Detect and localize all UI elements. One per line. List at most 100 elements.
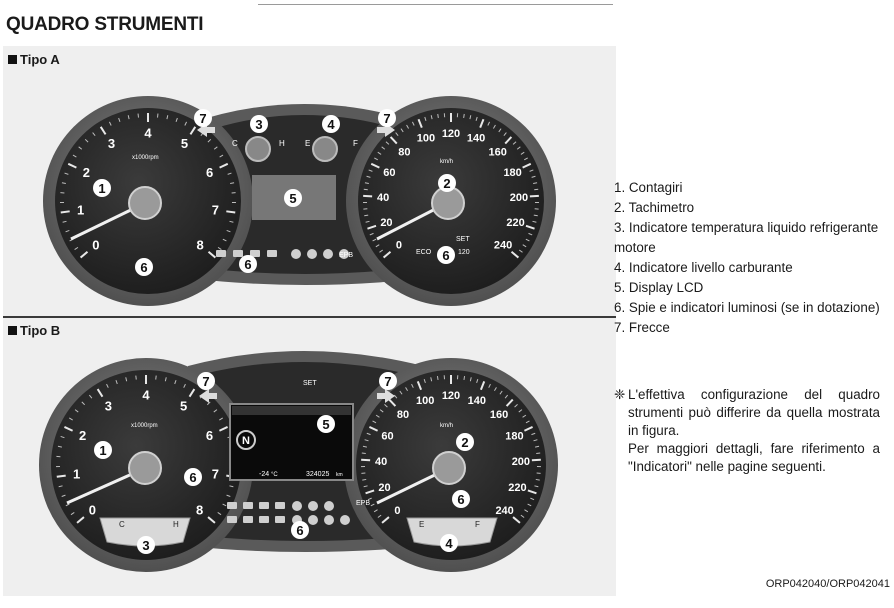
dial-minor-tick xyxy=(430,377,433,382)
dial-minor-tick xyxy=(84,138,89,143)
dial-minor-tick xyxy=(527,503,532,507)
fuel-e-label: E xyxy=(419,520,424,529)
dial-minor-tick xyxy=(436,375,439,381)
dial-minor-tick xyxy=(230,182,235,185)
eco-label: ECO xyxy=(416,249,432,256)
dial-label: 100 xyxy=(417,133,435,145)
dial-minor-tick xyxy=(60,435,65,439)
dial-minor-tick xyxy=(78,146,83,150)
dial-label: 0 xyxy=(396,240,402,252)
speed-unit-label: km/h xyxy=(440,423,453,429)
dial-minor-tick xyxy=(379,249,384,253)
section-label-tipo-b: Tipo B xyxy=(8,323,60,338)
dial-minor-tick xyxy=(503,132,507,137)
svg-text:2: 2 xyxy=(443,176,450,191)
dial-minor-tick xyxy=(227,172,232,175)
page-title: QUADRO STRUMENTI xyxy=(6,14,204,35)
dial-minor-tick xyxy=(531,175,536,178)
speed-unit-label: km/h xyxy=(440,159,453,165)
callout-6: 6 xyxy=(291,521,309,539)
dial-minor-tick xyxy=(463,375,466,381)
dial-minor-tick xyxy=(522,414,527,418)
dial-minor-tick xyxy=(362,445,367,448)
speedometer-hub xyxy=(432,451,466,485)
dial-label: 6 xyxy=(206,165,213,180)
dial-minor-tick xyxy=(406,124,410,129)
image-code: ORP042040/ORP042041 xyxy=(765,578,890,590)
dial-minor-tick xyxy=(226,494,231,497)
dial-minor-tick xyxy=(81,401,86,406)
dial-label: 80 xyxy=(397,409,409,421)
callout-5: 5 xyxy=(317,415,335,433)
dial-tick xyxy=(79,251,89,259)
dial-minor-tick xyxy=(522,244,527,248)
dial-minor-tick xyxy=(164,377,167,382)
dial-minor-tick xyxy=(533,214,538,217)
dial-tick xyxy=(56,474,66,478)
dial-minor-tick xyxy=(166,115,169,120)
dial-tick xyxy=(479,118,485,128)
dial-tick xyxy=(382,251,392,259)
dial-minor-tick xyxy=(70,512,75,516)
dial-minor-tick xyxy=(219,154,224,158)
dial-tick xyxy=(218,426,228,432)
dial-minor-tick xyxy=(381,146,386,150)
legend-item: 3. Indicatore temperatura liquido refrig… xyxy=(614,220,879,255)
dial-tick xyxy=(219,162,229,169)
callout-6: 6 xyxy=(184,468,202,486)
dial-tick xyxy=(389,136,398,145)
dial-minor-tick xyxy=(72,154,77,158)
dial-tick xyxy=(189,126,197,135)
dial-minor-tick xyxy=(534,485,539,488)
dial-label: 1 xyxy=(73,467,80,482)
dial-minor-tick xyxy=(405,387,408,392)
dial-tick xyxy=(76,516,85,524)
dial-label: 60 xyxy=(383,167,395,179)
dial-minor-tick xyxy=(366,432,371,436)
dial-minor-tick xyxy=(174,379,177,385)
dial-minor-tick xyxy=(65,503,70,507)
dial-tick xyxy=(416,380,423,391)
odometer-unit: km xyxy=(336,472,343,478)
dial-minor-tick xyxy=(375,414,380,418)
dial-label: 180 xyxy=(505,430,523,442)
callout-5: 5 xyxy=(284,189,302,207)
callouts-tipo-a: 1 2 3 4 5 6 6 6 7 7 xyxy=(93,109,456,276)
dial-minor-tick xyxy=(364,439,369,442)
note-text-2: Per maggiori dettagli, fare riferimento … xyxy=(628,441,880,474)
dial-label: 5 xyxy=(180,399,187,414)
dial-minor-tick xyxy=(213,409,218,413)
dial-minor-tick xyxy=(423,378,426,384)
dial-label: 120 xyxy=(442,128,460,140)
dial-minor-tick xyxy=(61,182,66,185)
dial-label: 140 xyxy=(467,133,485,145)
dial-minor-tick xyxy=(106,383,109,388)
dial-minor-tick xyxy=(498,128,502,133)
dial-minor-tick xyxy=(525,420,530,424)
tachometer-needle xyxy=(66,468,142,505)
fuel-f-label: F xyxy=(353,139,358,148)
dial-minor-tick xyxy=(362,478,367,481)
callout-2: 2 xyxy=(438,174,456,192)
dial-minor-tick xyxy=(411,383,414,388)
dial-minor-tick xyxy=(379,409,384,413)
dial-minor-tick xyxy=(476,378,479,384)
dial-tick xyxy=(505,398,514,407)
dial-minor-tick xyxy=(532,220,537,223)
legend-item: 5. Display LCD xyxy=(614,280,704,295)
callout-6: 6 xyxy=(452,490,470,508)
legend-item: 7. Frecce xyxy=(614,320,670,335)
temp-c-label: C xyxy=(232,139,238,148)
callouts-tipo-b: 1 2 3 4 5 6 6 6 7 7 xyxy=(94,372,474,554)
speed-limit-label: 120 xyxy=(458,249,470,256)
dial-label: 2 xyxy=(79,428,86,443)
dial-minor-tick xyxy=(69,417,73,421)
dial-tick xyxy=(64,426,74,432)
dial-tick xyxy=(504,136,513,145)
callout-1: 1 xyxy=(94,441,112,459)
svg-text:7: 7 xyxy=(202,374,209,389)
dial-label: 200 xyxy=(510,192,528,204)
dial-minor-tick xyxy=(217,246,222,250)
